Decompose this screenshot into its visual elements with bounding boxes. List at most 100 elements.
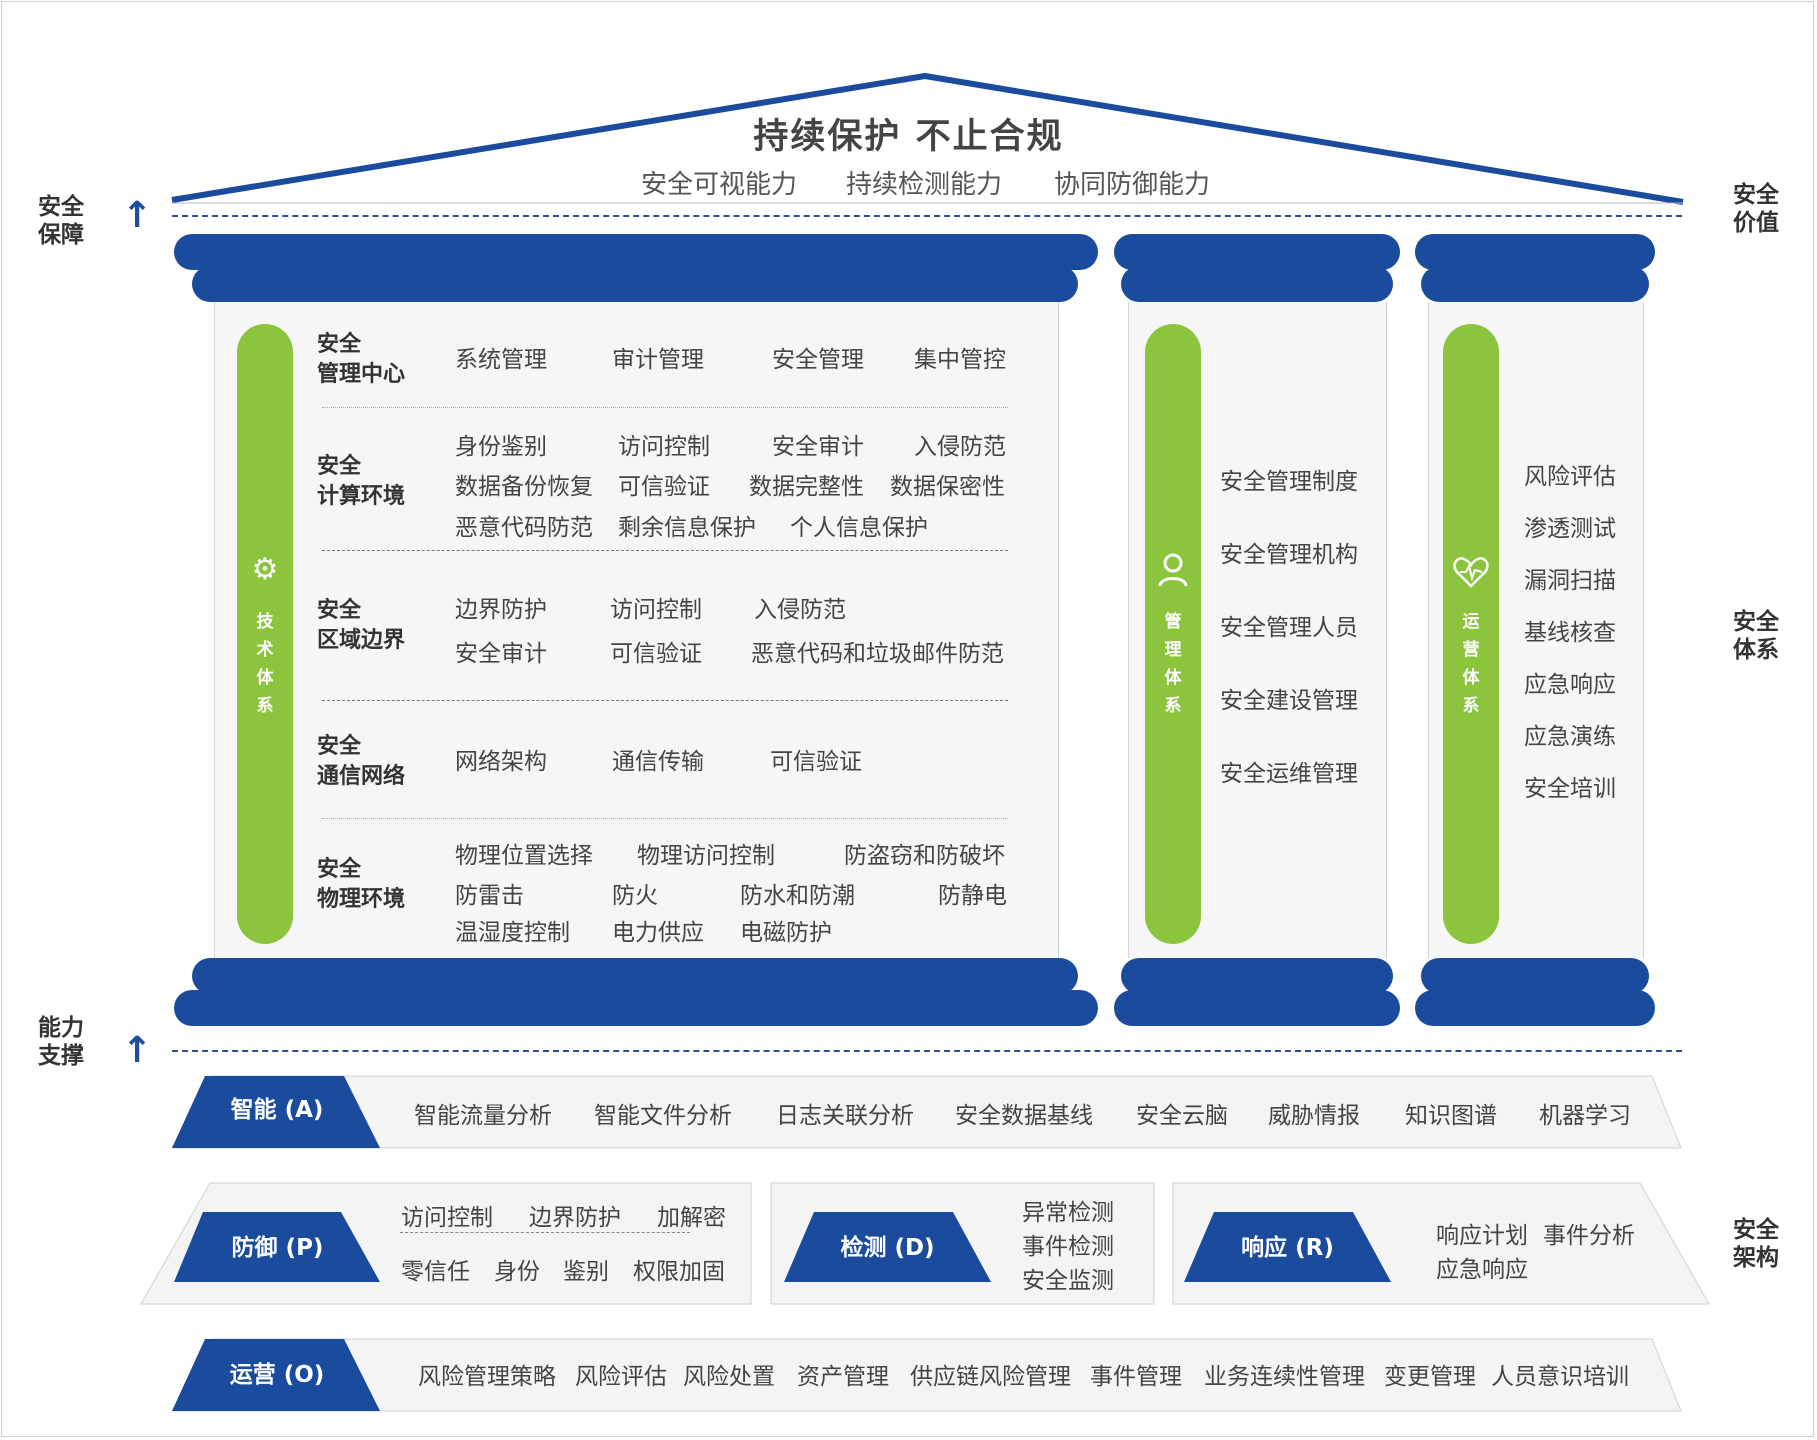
row-divider [322,818,1008,819]
ops-system-label: 运 营 体 系 [1462,612,1480,716]
smart-item-traffic: 智能流量分析 [414,1103,552,1129]
smart-item-log: 日志关联分析 [776,1103,914,1129]
defense-band [140,1182,752,1305]
defense-item-boundary: 边界防护 [529,1205,621,1231]
item-centralized-control: 集中管控 [914,347,1006,373]
roof-subtitle-detection: 持续检测能力 [846,170,1003,200]
mgmt-item-organization: 安全管理机构 [1220,542,1358,568]
detect-item-monitoring: 安全监测 [1022,1268,1114,1294]
ops-item-pen-test: 渗透测试 [1524,516,1616,542]
heart-pulse-icon [1453,556,1489,592]
mgmt-item-construction: 安全建设管理 [1220,688,1358,714]
respond-item-emergency: 应急响应 [1436,1257,1528,1283]
ops-system-bar [1443,324,1499,944]
respond-tag: 响应 (R) [1241,1235,1334,1261]
ops-item-emergency-drill: 应急演练 [1524,724,1616,750]
top-divider [172,215,1682,217]
item-system-mgmt: 系统管理 [455,347,547,373]
item-personal-info: 个人信息保护 [790,515,928,541]
category-compute-env: 安全 计算环境 [317,454,406,509]
operate-band [172,1338,1682,1412]
roof-subtitle-visibility: 安全可视能力 [641,170,798,200]
smart-item-file: 智能文件分析 [594,1103,732,1129]
category-comm-network: 安全 通信网络 [317,734,406,789]
item-access-control: 访问控制 [610,597,702,623]
item-anti-static: 防静电 [938,883,1007,909]
ops-item-risk-assessment: 风险评估 [1524,464,1616,490]
operate-item-business-continuity: 业务连续性管理 [1204,1364,1365,1390]
smart-item-cloud-brain: 安全云脑 [1136,1103,1228,1129]
item-audit-mgmt: 审计管理 [612,347,704,373]
item-power-supply: 电力供应 [612,920,704,946]
respond-band [1172,1182,1710,1305]
item-physical-location: 物理位置选择 [455,843,593,869]
mgmt-base-bottom [1114,990,1400,1026]
detect-item-event: 事件检测 [1022,1234,1114,1260]
item-em-protection: 电磁防护 [740,920,832,946]
detect-tag: 检测 (D) [840,1235,935,1261]
ops-item-baseline-check: 基线核查 [1524,620,1616,646]
item-trusted-verify: 可信验证 [610,641,702,667]
item-security-mgmt: 安全管理 [772,347,864,373]
item-security-audit: 安全审计 [455,641,547,667]
item-intrusion-prevention: 入侵防范 [914,434,1006,460]
item-anti-theft: 防盗窃和防破坏 [844,843,1005,869]
smart-tag: 智能 (A) [230,1097,324,1123]
side-label-security-architecture: 安全 架构 [1733,1217,1779,1271]
item-data-confidentiality: 数据保密性 [890,474,1005,500]
item-temp-humidity: 温湿度控制 [455,920,570,946]
operate-item-event-mgmt: 事件管理 [1090,1364,1182,1390]
item-intrusion-prevention: 入侵防范 [754,597,846,623]
operate-item-risk-handling: 风险处置 [683,1364,775,1390]
mgmt-capital-top [1114,234,1400,270]
defense-tag: 防御 (P) [231,1235,324,1261]
operate-item-supply-chain: 供应链风险管理 [910,1364,1071,1390]
detect-item-anomaly: 异常检测 [1022,1200,1114,1226]
gear-icon: ⚙ [251,552,279,587]
item-trusted-verify: 可信验证 [618,474,710,500]
operate-item-awareness-training: 人员意识培训 [1491,1364,1629,1390]
operate-item-change-mgmt: 变更管理 [1384,1364,1476,1390]
item-security-audit: 安全审计 [772,434,864,460]
item-water-moisture: 防水和防潮 [740,883,855,909]
respond-item-plan: 响应计划 [1436,1223,1528,1249]
operate-item-risk-strategy: 风险管理策略 [418,1364,556,1390]
smart-band [172,1075,1682,1149]
operate-tag: 运营 (O) [229,1362,325,1388]
mgmt-capital-bottom [1121,266,1393,302]
item-malware-spam-prevention: 恶意代码和垃圾邮件防范 [751,641,1004,667]
defense-item-zero-trust: 零信任 [401,1259,470,1285]
smart-item-threat-intel: 威胁情报 [1268,1103,1360,1129]
side-label-capability-support: 能力 支撑 [38,1015,84,1069]
item-lightning-protection: 防雷击 [455,883,524,909]
item-fire-protection: 防火 [612,883,658,909]
category-region-boundary: 安全 区域边界 [317,598,406,653]
operate-item-asset-mgmt: 资产管理 [797,1364,889,1390]
operate-item-risk-assessment: 风险评估 [575,1364,667,1390]
item-malware-prevention: 恶意代码防范 [455,515,593,541]
item-physical-access: 物理访问控制 [637,843,775,869]
tech-system-bar [237,324,293,944]
smart-item-ml: 机器学习 [1539,1103,1631,1129]
item-data-backup: 数据备份恢复 [455,474,593,500]
ops-base-bottom [1415,990,1655,1026]
ops-base-top [1421,958,1649,994]
person-icon [1157,552,1189,592]
smart-item-knowledge-graph: 知识图谱 [1405,1103,1497,1129]
mgmt-item-operations: 安全运维管理 [1220,761,1358,787]
tech-system-label: 技 术 体 系 [256,612,274,716]
ops-capital-bottom [1421,266,1649,302]
mgmt-system-bar [1145,324,1201,944]
defense-item-identity: 身份 [494,1259,540,1285]
ops-item-security-training: 安全培训 [1524,776,1616,802]
tech-capital-top [174,234,1098,270]
row-divider [322,407,1008,408]
row-divider [322,550,1008,551]
defense-item-privilege-hardening: 权限加固 [633,1259,725,1285]
ops-item-emergency-response: 应急响应 [1524,672,1616,698]
respond-item-event-analysis: 事件分析 [1543,1223,1635,1249]
up-arrow-icon: ↑ [122,195,153,236]
tech-base-bottom [174,990,1098,1026]
tech-capital-bottom [192,266,1078,302]
